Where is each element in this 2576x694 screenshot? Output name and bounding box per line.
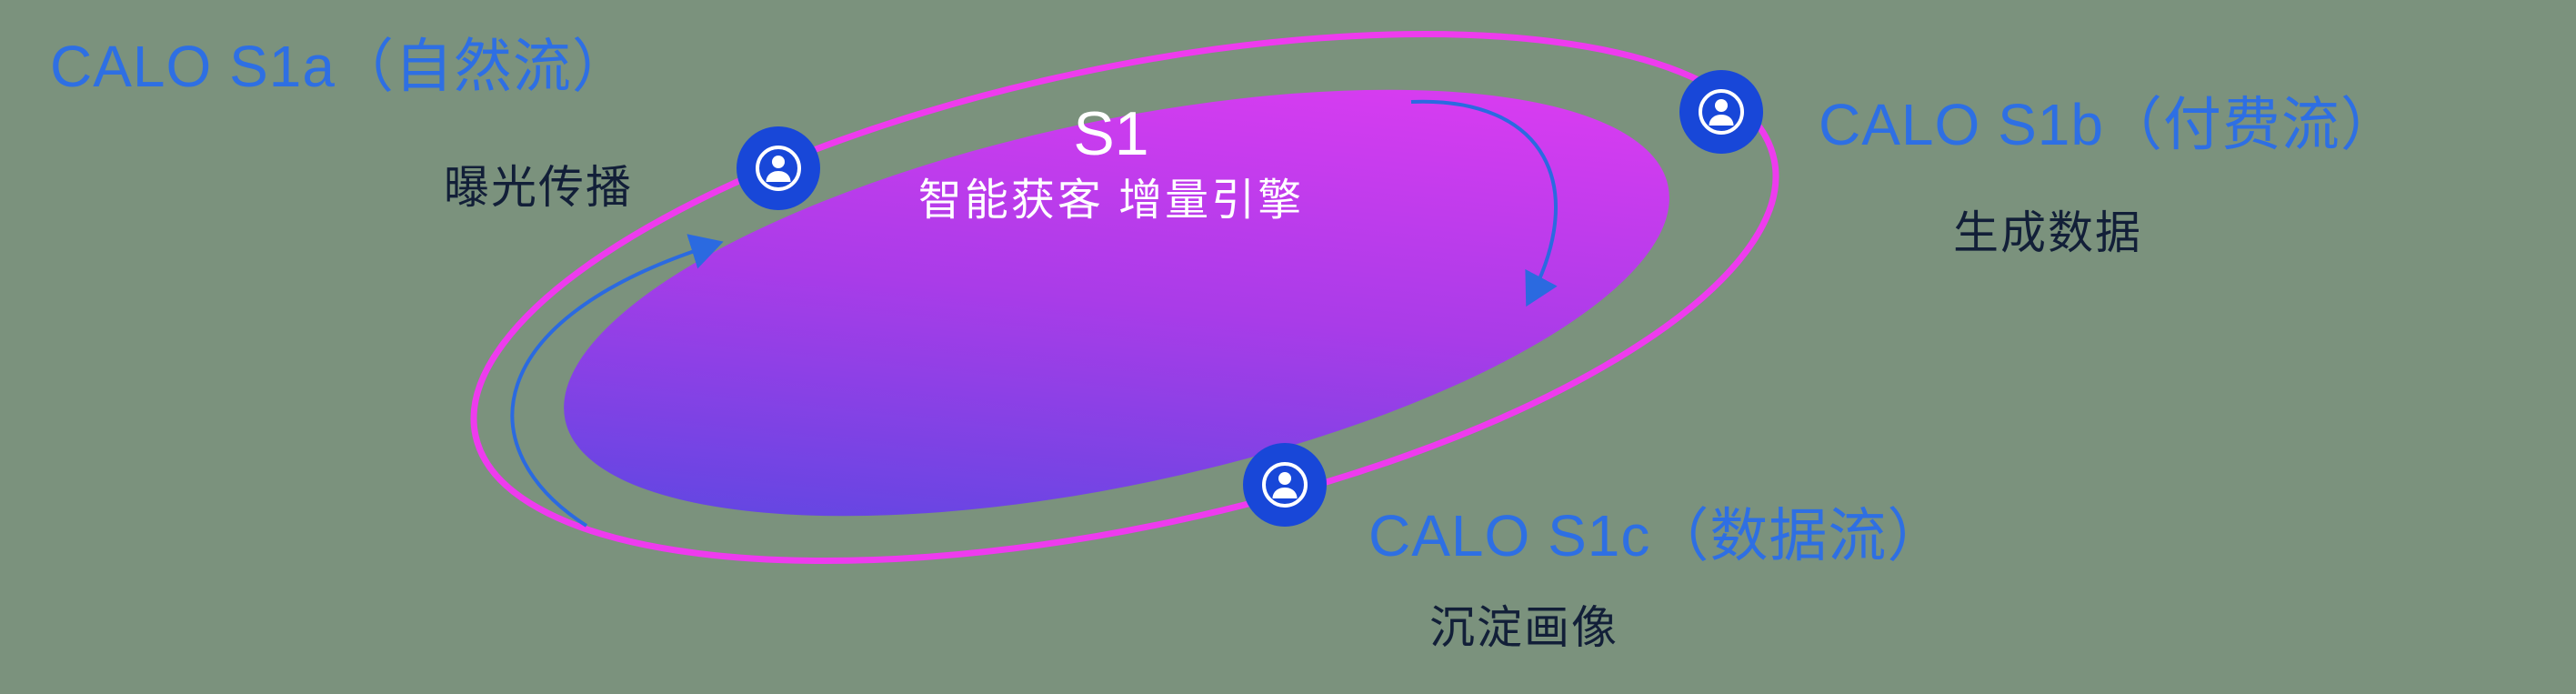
user-circle-icon — [1678, 68, 1765, 156]
flow-arrow-left — [510, 234, 724, 528]
flow-arrow-right — [1410, 99, 1558, 307]
node-s1b-title: CALO S1b（付费流） — [1819, 92, 2400, 157]
node-s1b-subtitle: 生成数据 — [1953, 207, 2142, 258]
node-s1c-subtitle: 沉淀画像 — [1429, 602, 1619, 653]
node-s1a-title: CALO S1a（自然流） — [50, 34, 631, 99]
node-s1c-title: CALO S1c（数据流） — [1368, 503, 1947, 568]
orbit-ring — [470, 31, 1779, 564]
core-ellipse — [564, 89, 1669, 517]
center-subtitle: 智能获客 增量引擎 — [917, 176, 1305, 225]
user-circle-icon — [1241, 441, 1328, 528]
user-circle-icon — [735, 125, 822, 212]
center-title: S1 — [1073, 99, 1149, 168]
node-s1a-subtitle: 曝光传播 — [444, 162, 633, 213]
